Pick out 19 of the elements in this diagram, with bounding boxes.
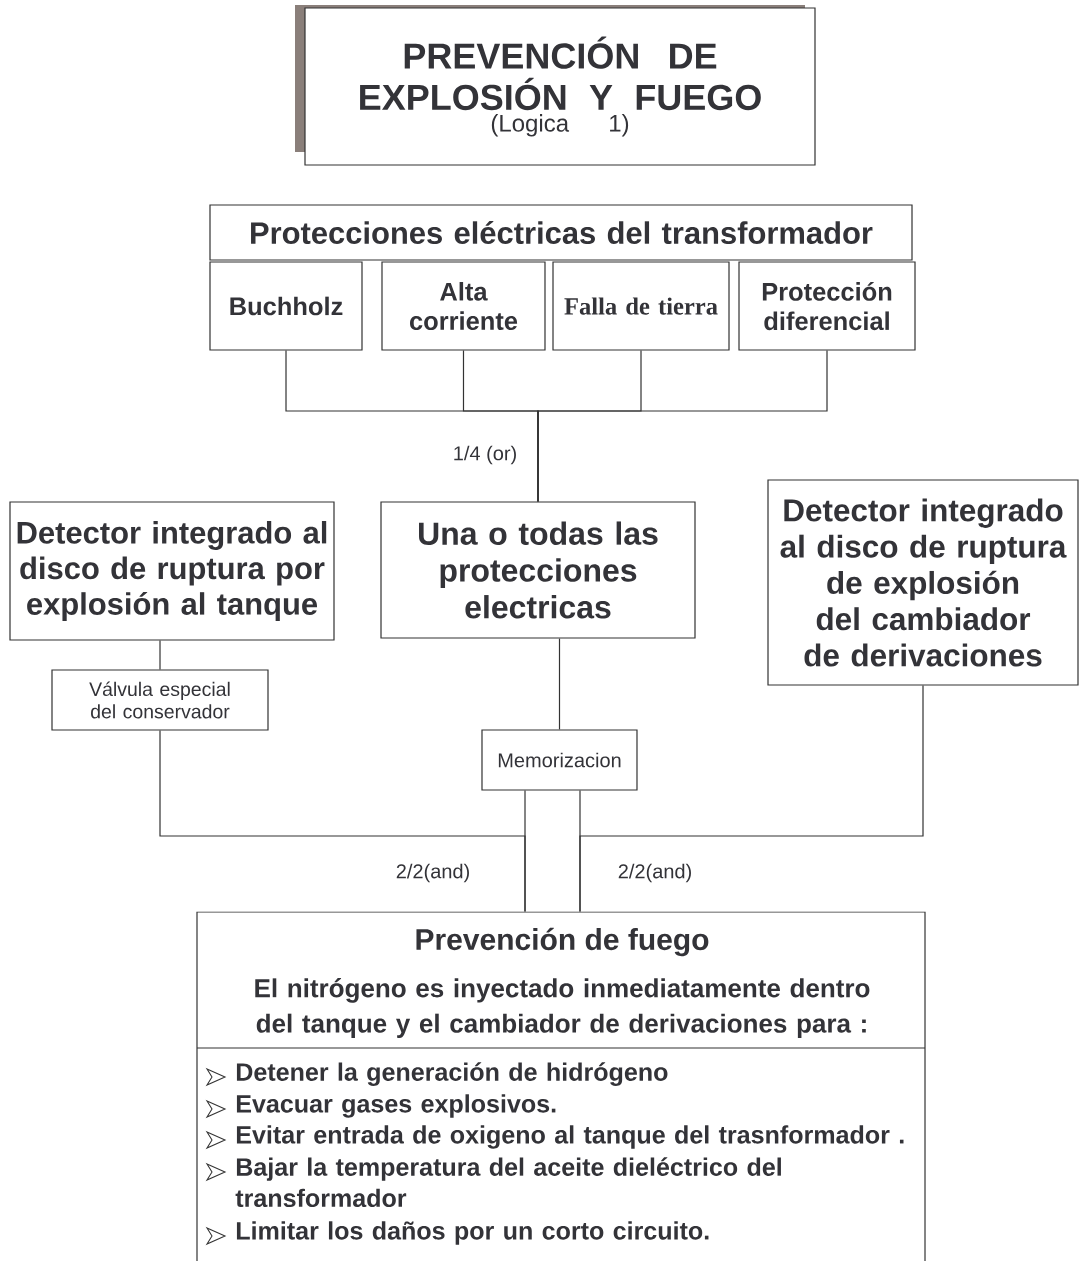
protection-box: Buchholz [209, 261, 363, 351]
detector-box: Detector integrado al disco de ruptura de explosión del cambiador de derivaciones [767, 479, 1079, 686]
protection-box: Falla de tierra [552, 261, 730, 351]
connector-line [537, 350, 828, 502]
process-box: Una o todas las protecciones electricas [380, 501, 696, 639]
detector-box: Detector integrado al disco de ruptura por explosión al tanque [9, 501, 335, 641]
connector-line [524, 790, 526, 912]
edge-label: 2/2(and) [616, 862, 694, 884]
connector-line [558, 638, 561, 730]
protection-box: Protección diferencial [738, 261, 916, 351]
result-box: Prevención de fuego El nitrógeno es inyectado inmediatamente dentro del tanque y el cambiador de derivaciones para : Detener la generación de hidrógeno Evacuar gases explosivos. Evitar entrada de oxigeno al tanque del trasnformador . Bajar la temperatura del aceite dieléctrico del transformador Limitar los daños por un corto circuito. [196, 911, 926, 1261]
edge-label: 2/2(and) [394, 862, 472, 884]
connector-line [579, 685, 924, 912]
memory-box: Memorizacion [481, 729, 638, 791]
title-box: PREVENCIÓN DE EXPLOSIÓN Y FUEGO (Logica 1) [304, 7, 816, 166]
edge-label: 1/4 (or) [451, 444, 519, 466]
protection-box: Alta corriente [381, 261, 546, 351]
connector-line [159, 640, 161, 670]
valve-box: Válvula especial del conservador [51, 669, 269, 731]
